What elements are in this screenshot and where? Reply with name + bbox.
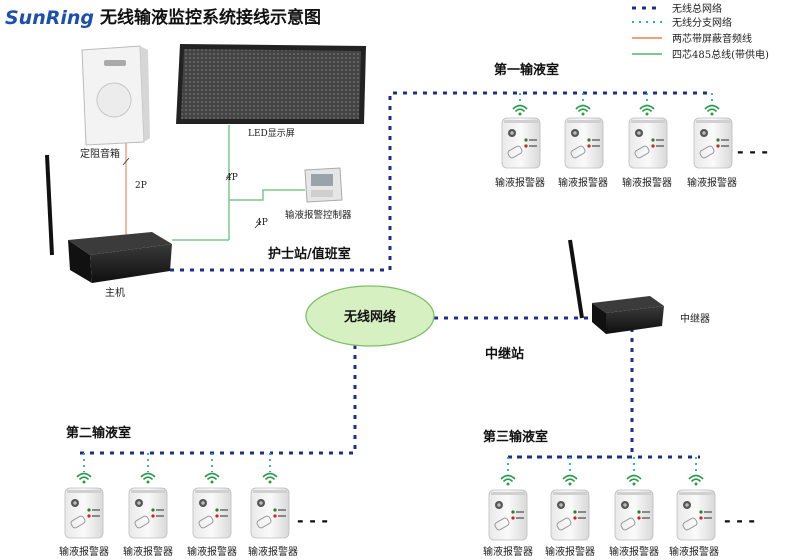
- host-label: 主机: [105, 286, 125, 299]
- brand-logo: SunRing: [5, 7, 94, 29]
- room2-alarm-1: [64, 472, 104, 539]
- room1-alarm-2: [564, 104, 604, 169]
- room1-alarms: [501, 104, 733, 169]
- page-title: 无线输液监控系统接线示意图: [99, 7, 321, 28]
- room1-alarm-label-3: 输液报警器: [622, 176, 672, 189]
- wireless-branch-network: [83, 93, 713, 475]
- led-screen-icon: [176, 44, 366, 124]
- room1-title: 第一输液室: [494, 62, 559, 78]
- room2-alarm-label-1: 输液报警器: [59, 545, 109, 558]
- controller-bus-line: [229, 189, 305, 201]
- room3-alarm-4: [676, 474, 716, 541]
- room2-alarms: [64, 472, 290, 539]
- audio-wire-label: 2P: [135, 181, 147, 191]
- wireless-main-network: [150, 91, 712, 455]
- legend-label-wireless-main: 无线总网络: [672, 2, 722, 15]
- controller-wire-label: 4P: [256, 218, 268, 228]
- room2-alarm-2: [128, 472, 168, 539]
- main-net-room1: [150, 91, 712, 272]
- room3-more-indicator: - - -: [724, 511, 755, 530]
- repeater-device-icon: [568, 239, 664, 334]
- room1-alarm-label-2: 输液报警器: [558, 176, 608, 189]
- room3-alarm-label-3: 输液报警器: [609, 545, 659, 558]
- wireless-network-node: [305, 285, 435, 347]
- wireless-network-label: 无线网络: [343, 309, 396, 325]
- room2-alarm-label-4: 输液报警器: [248, 545, 298, 558]
- host-device-icon: [45, 154, 172, 283]
- room1-more-indicator: - - -: [737, 142, 768, 161]
- room3-alarm-label-4: 输液报警器: [669, 545, 719, 558]
- alarm-controller-label: 输液报警控制器: [285, 209, 352, 221]
- alarm-controller-icon: [304, 167, 343, 203]
- wired-connections: 2P 4P 4P: [122, 125, 305, 241]
- led-wire-label: 4P: [226, 173, 238, 183]
- room2-alarm-3: [192, 472, 232, 539]
- legend: 无线总网络 无线分支网络 两芯带屏蔽音频线 四芯485总线(带供电): [632, 2, 769, 61]
- room1-alarm-1: [501, 104, 541, 169]
- room2-alarm-label-2: 输液报警器: [123, 545, 173, 558]
- legend-label-wireless-branch: 无线分支网络: [672, 16, 732, 29]
- room3-alarm-3: [614, 474, 654, 541]
- audio-tick: [122, 157, 130, 166]
- relay-station-label: 中继站: [485, 346, 524, 362]
- room2-alarm-label-3: 输液报警器: [187, 545, 237, 558]
- room3-alarm-label-2: 输液报警器: [545, 545, 595, 558]
- room2-title: 第二输液室: [66, 425, 131, 441]
- room1-alarm-3: [628, 104, 668, 169]
- room1-alarm-4: [693, 104, 733, 169]
- room3-title: 第三输液室: [483, 429, 548, 445]
- room2-alarm-4: [250, 472, 290, 539]
- room3-alarm-1: [488, 474, 528, 541]
- legend-label-audio: 两芯带屏蔽音频线: [672, 32, 752, 45]
- repeater-label: 中继器: [680, 312, 710, 325]
- room2-more-indicator: - - -: [297, 511, 328, 530]
- speaker-icon: [81, 45, 150, 146]
- room3-alarm-2: [550, 474, 590, 541]
- room3-alarms: [488, 474, 716, 541]
- room3-alarm-label-1: 输液报警器: [483, 545, 533, 558]
- led-tick: [225, 172, 233, 181]
- legend-label-bus485: 四芯485总线(带供电): [672, 48, 769, 61]
- speaker-label: 定阻音箱: [80, 147, 120, 160]
- main-net-room2: [270, 345, 357, 455]
- room1-alarm-label-4: 输液报警器: [687, 176, 737, 189]
- room1-alarm-label-1: 输液报警器: [495, 176, 545, 189]
- led-screen-label: LED显示屏: [248, 128, 295, 139]
- controller-tick: [254, 220, 262, 229]
- nurse-station-label: 护士站/值班室: [268, 246, 351, 262]
